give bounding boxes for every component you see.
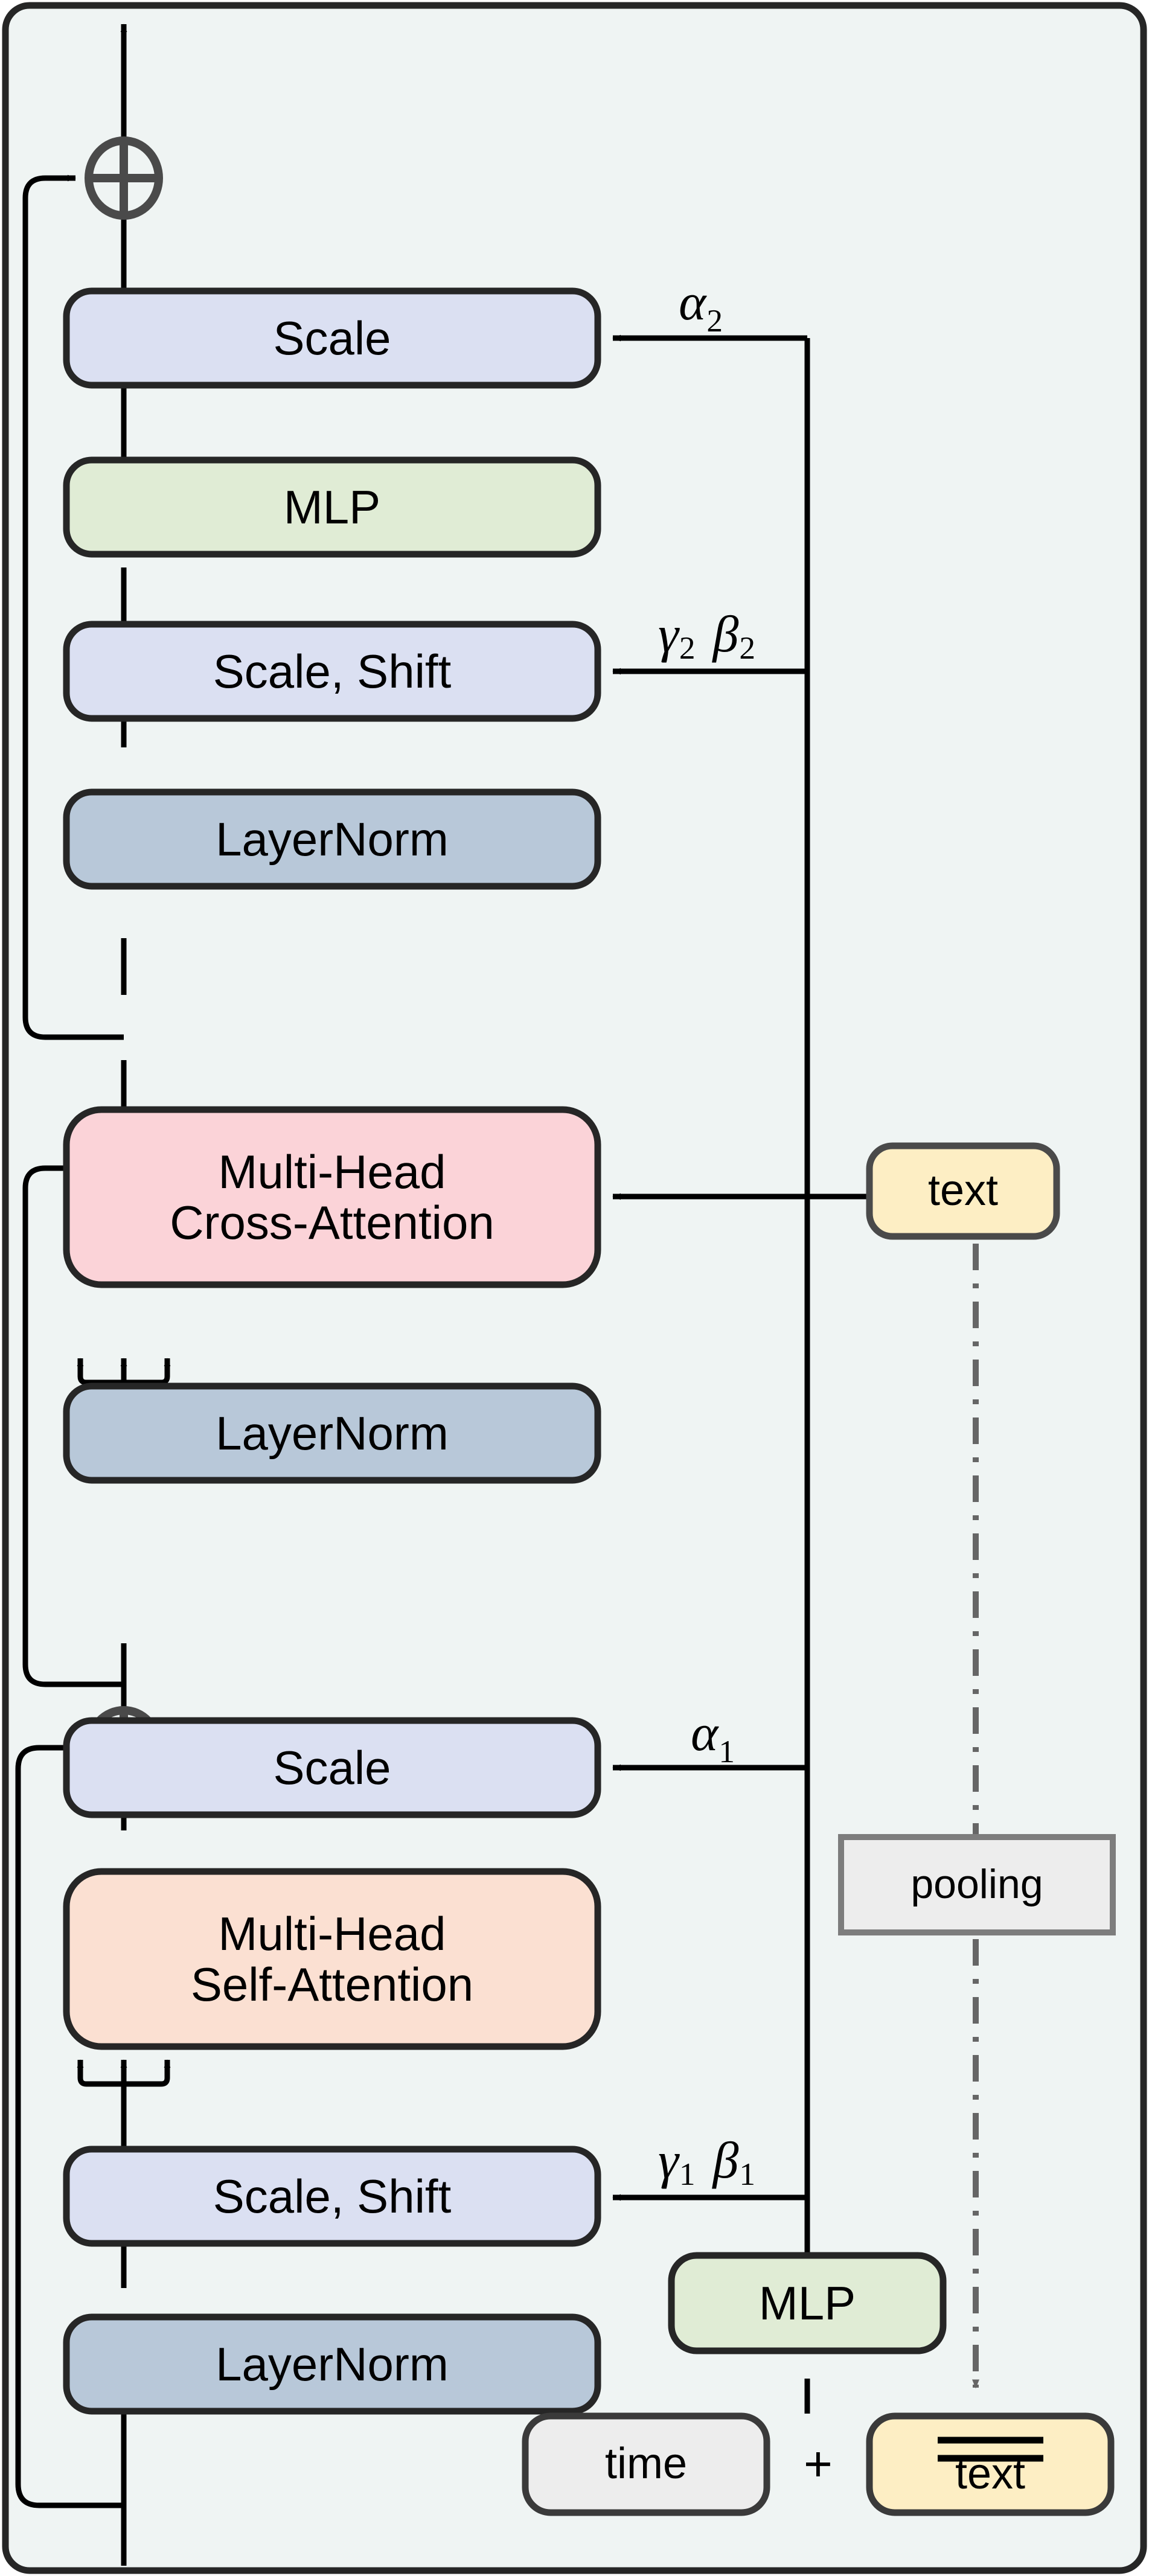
qkv-fan-self-attention <box>77 2059 171 2107</box>
beta-1-sub: 1 <box>739 2155 756 2192</box>
block-text-pooled <box>866 2412 1115 2516</box>
beta-2-sub: 2 <box>739 629 756 666</box>
block-self-attention <box>63 1868 601 2050</box>
block-layernorm-top <box>63 788 601 890</box>
residual-skip-3 <box>22 174 124 1040</box>
beta-1-base: β <box>712 2131 739 2189</box>
gamma-1-group: γ1 <box>658 2130 696 2192</box>
block-layernorm-bottom <box>63 2313 601 2415</box>
gamma-1-base: γ <box>658 2131 679 2189</box>
alpha-2-sub: 2 <box>706 302 723 339</box>
block-scale-lower <box>63 1717 601 1818</box>
plus-sign: + <box>804 2437 833 2491</box>
block-scale-shift-top <box>63 621 601 722</box>
gamma-2-sub: 2 <box>679 629 696 666</box>
residual-adder-top <box>85 136 163 220</box>
block-scale-top <box>63 287 601 389</box>
block-scale-shift-lower <box>63 2146 601 2247</box>
label-gamma-2-beta-2: γ2 β2 <box>610 574 803 666</box>
block-cross-attention <box>63 1106 601 1288</box>
block-time <box>522 2412 770 2516</box>
gamma-2-group: γ2 <box>658 604 696 666</box>
block-mlp-top <box>63 456 601 558</box>
block-pooling <box>838 1834 1116 1935</box>
gamma-1-sub: 1 <box>679 2155 696 2192</box>
residual-skip-2 <box>22 1165 124 1687</box>
alpha-1-base: α <box>691 1704 719 1762</box>
beta-2-base: β <box>712 605 739 663</box>
block-text-condition <box>866 1142 1060 1240</box>
alpha-1-sub: 1 <box>719 1733 735 1769</box>
residual-skip-1 <box>15 1744 124 2508</box>
alpha-2-base: α <box>679 273 706 331</box>
block-mlp-condition <box>668 2252 947 2354</box>
gamma-2-base: γ <box>658 605 679 663</box>
label-gamma-1-beta-1: γ1 β1 <box>610 2100 803 2192</box>
beta-1-group: β1 <box>712 2130 756 2192</box>
beta-2-group: β2 <box>712 604 756 666</box>
block-layernorm-middle <box>63 1382 601 1484</box>
pooled-text-overline <box>938 2437 1043 2462</box>
